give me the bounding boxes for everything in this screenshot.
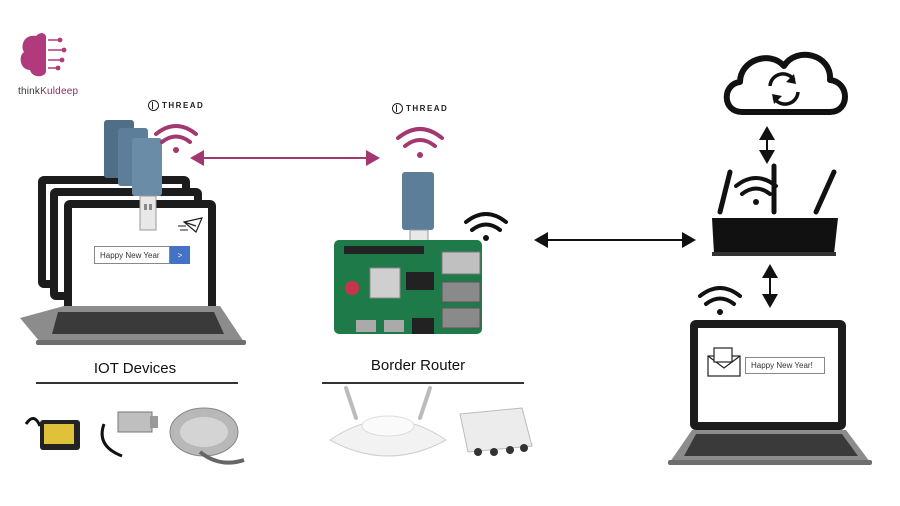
receiver-laptop-icon <box>668 320 872 465</box>
temperature-sensor-icon <box>24 417 80 450</box>
cloud-icon <box>723 51 848 115</box>
brand-suffix: Kuldeep <box>40 86 79 97</box>
thread-label-center: THREAD <box>392 103 448 114</box>
envelope-icon <box>707 347 741 377</box>
wifi-near-pi-icon <box>464 212 508 241</box>
wifi-thread-left-icon <box>154 124 198 153</box>
left-message-input[interactable]: Happy New Year <box>94 246 170 264</box>
border-router-caption: Border Router <box>370 357 466 374</box>
brand-logo-text: thinkKuldeep <box>18 86 78 97</box>
thread-label-left: THREAD <box>148 100 204 111</box>
border-router-divider <box>322 382 524 384</box>
brain-logo-icon <box>20 33 67 77</box>
thread-dongle-stack-icon <box>104 120 162 231</box>
send-button[interactable]: > <box>170 246 190 264</box>
left-message-bar: Happy New Year > <box>94 246 190 264</box>
wifi-laptop-icon <box>698 286 742 315</box>
probe-sensor-icon <box>100 411 158 458</box>
thread-logo-icon <box>392 103 403 114</box>
brand-prefix: think <box>18 86 41 97</box>
thread-label-center-text: THREAD <box>406 104 449 113</box>
thread-logo-icon <box>148 100 159 111</box>
iot-devices-divider <box>36 382 238 384</box>
router-icon <box>712 163 838 256</box>
pacemaker-icon <box>169 407 245 465</box>
wifi-router-icon <box>734 176 778 205</box>
iot-devices-caption: IOT Devices <box>93 360 177 377</box>
thread-label-left-text: THREAD <box>162 101 205 110</box>
wifi-thread-center-icon <box>396 127 444 158</box>
raspberry-pi-icon <box>334 240 482 334</box>
access-point-left-icon <box>329 386 447 457</box>
access-point-right-icon <box>459 407 533 456</box>
right-message-display: Happy New Year! <box>745 357 825 374</box>
